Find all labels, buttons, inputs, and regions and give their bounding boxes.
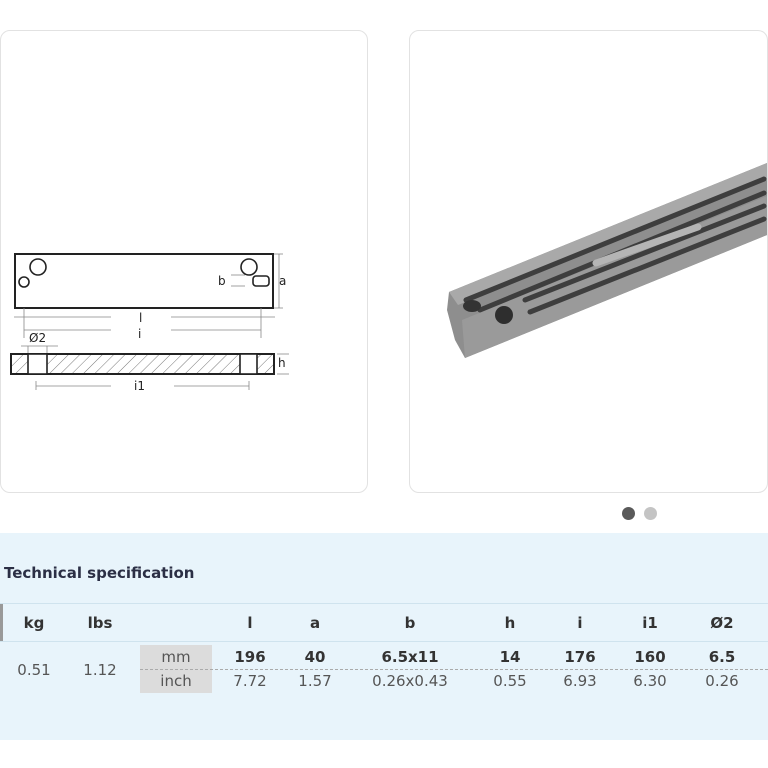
technical-drawing: l i a b h i1 Ø2 — [10, 253, 289, 393]
header-i1: i1 — [642, 614, 658, 632]
header-h: h — [504, 614, 516, 632]
dim-b-label: b — [218, 274, 226, 288]
value-kg: 0.51 — [17, 661, 51, 679]
section-title: Technical specification — [4, 564, 195, 582]
unit-inch: inch — [160, 672, 192, 690]
dim-h-label: h — [278, 356, 286, 370]
unit-mm: mm — [161, 648, 191, 666]
dim-i-label: i — [138, 327, 141, 341]
carousel-dot-2[interactable] — [644, 507, 657, 520]
mm-b: 6.5x11 — [381, 648, 439, 666]
header-d2: Ø2 — [710, 614, 734, 632]
inch-l: 7.72 — [233, 672, 267, 690]
header-kg: kg — [23, 614, 45, 632]
inch-d2: 0.26 — [705, 672, 739, 690]
carousel-dot-1[interactable] — [622, 507, 635, 520]
header-b: b — [404, 614, 416, 632]
dim-l-label: l — [139, 311, 142, 325]
technical-specification-panel: Technical specification kg lbs l a b h i… — [0, 533, 768, 740]
mm-l: 196 — [234, 648, 266, 666]
carousel-pagination — [622, 507, 657, 520]
header-lbs: lbs — [87, 614, 113, 632]
header-i: i — [577, 614, 583, 632]
mm-h: 14 — [499, 648, 521, 666]
value-lbs: 1.12 — [83, 661, 117, 679]
inch-h: 0.55 — [493, 672, 527, 690]
mm-i: 176 — [564, 648, 596, 666]
technical-drawing-card[interactable]: l i a b h i1 Ø2 — [0, 30, 368, 493]
product-photo-card[interactable] — [409, 30, 768, 493]
inch-b: 0.26x0.43 — [372, 672, 448, 690]
dim-i1-label: i1 — [134, 379, 145, 393]
inch-a: 1.57 — [298, 672, 332, 690]
spec-header-row: kg lbs l a b h i i1 Ø2 — [0, 603, 768, 642]
header-a: a — [309, 614, 321, 632]
mm-i1: 160 — [634, 648, 666, 666]
row-divider — [140, 669, 768, 670]
inch-i1: 6.30 — [633, 672, 667, 690]
header-accent-bar — [0, 604, 3, 641]
mm-a: 40 — [304, 648, 326, 666]
product-photo — [447, 163, 767, 358]
inch-i: 6.93 — [563, 672, 597, 690]
mm-d2: 6.5 — [708, 648, 736, 666]
header-l: l — [247, 614, 253, 632]
dim-d2-label: Ø2 — [29, 331, 46, 345]
dim-a-label: a — [279, 274, 286, 288]
